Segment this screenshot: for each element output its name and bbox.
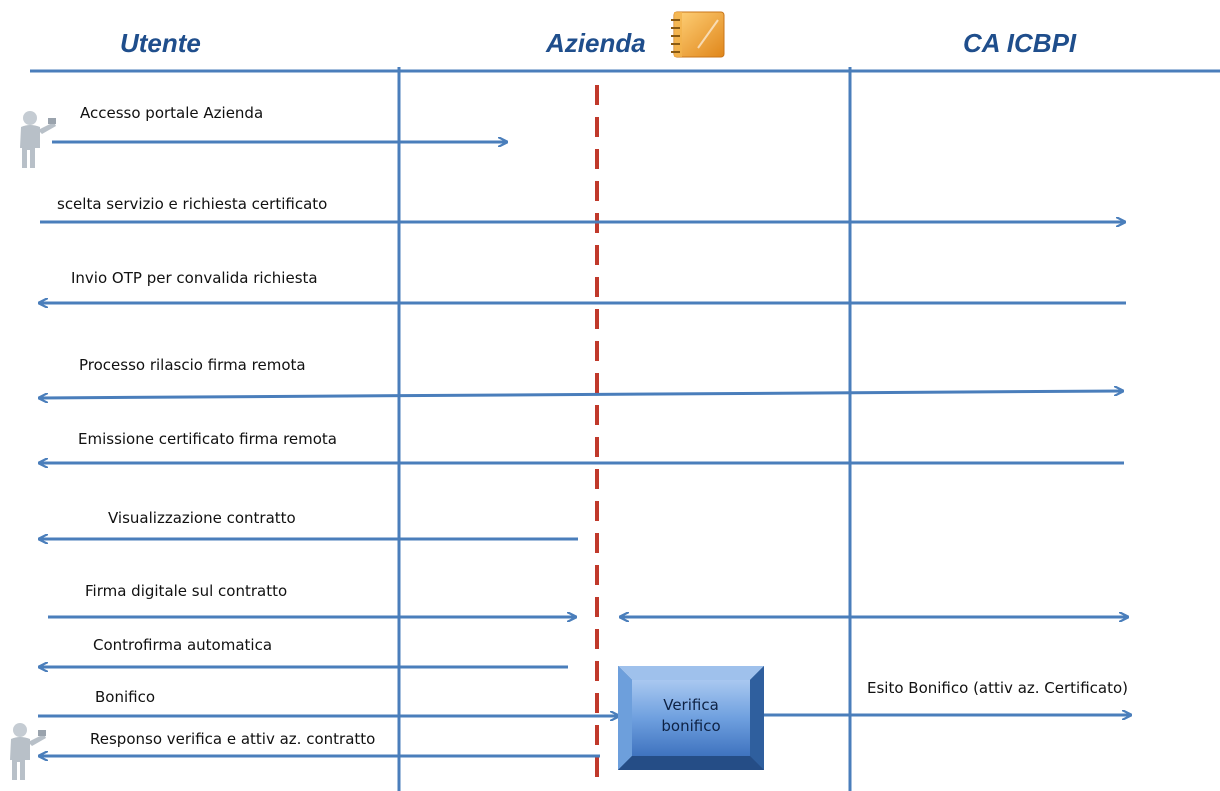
message-label: Invio OTP per convalida richiesta — [71, 269, 318, 287]
message-label: Esito Bonifico (attiv az. Certificato) — [867, 679, 1128, 697]
message-label: Bonifico — [95, 688, 155, 706]
box-label-line1: Verifica — [663, 696, 719, 714]
message-label: Responso verifica e attiv az. contratto — [90, 730, 375, 748]
actor-title-user: Utente — [120, 28, 201, 58]
box-label-line2: bonifico — [661, 717, 720, 735]
message-label: Accesso portale Azienda — [80, 104, 263, 122]
message-label: Emissione certificato firma remota — [78, 430, 337, 448]
actor-title-company: Azienda — [545, 28, 646, 58]
message-arrow — [40, 391, 1122, 398]
message-label: Processo rilascio firma remota — [79, 356, 306, 374]
message-label: Controfirma automatica — [93, 636, 272, 654]
message-label: Firma digitale sul contratto — [85, 582, 287, 600]
user-figure-icon — [10, 723, 46, 780]
notebook-icon — [671, 11, 725, 58]
verifica-bonifico-box: Verifica bonifico — [618, 666, 764, 770]
message-label: Visualizzazione contratto — [108, 509, 296, 527]
message-label: scelta servizio e richiesta certificato — [57, 195, 327, 213]
actor-title-ca: CA ICBPI — [963, 28, 1077, 58]
user-figure-icon — [20, 111, 56, 168]
